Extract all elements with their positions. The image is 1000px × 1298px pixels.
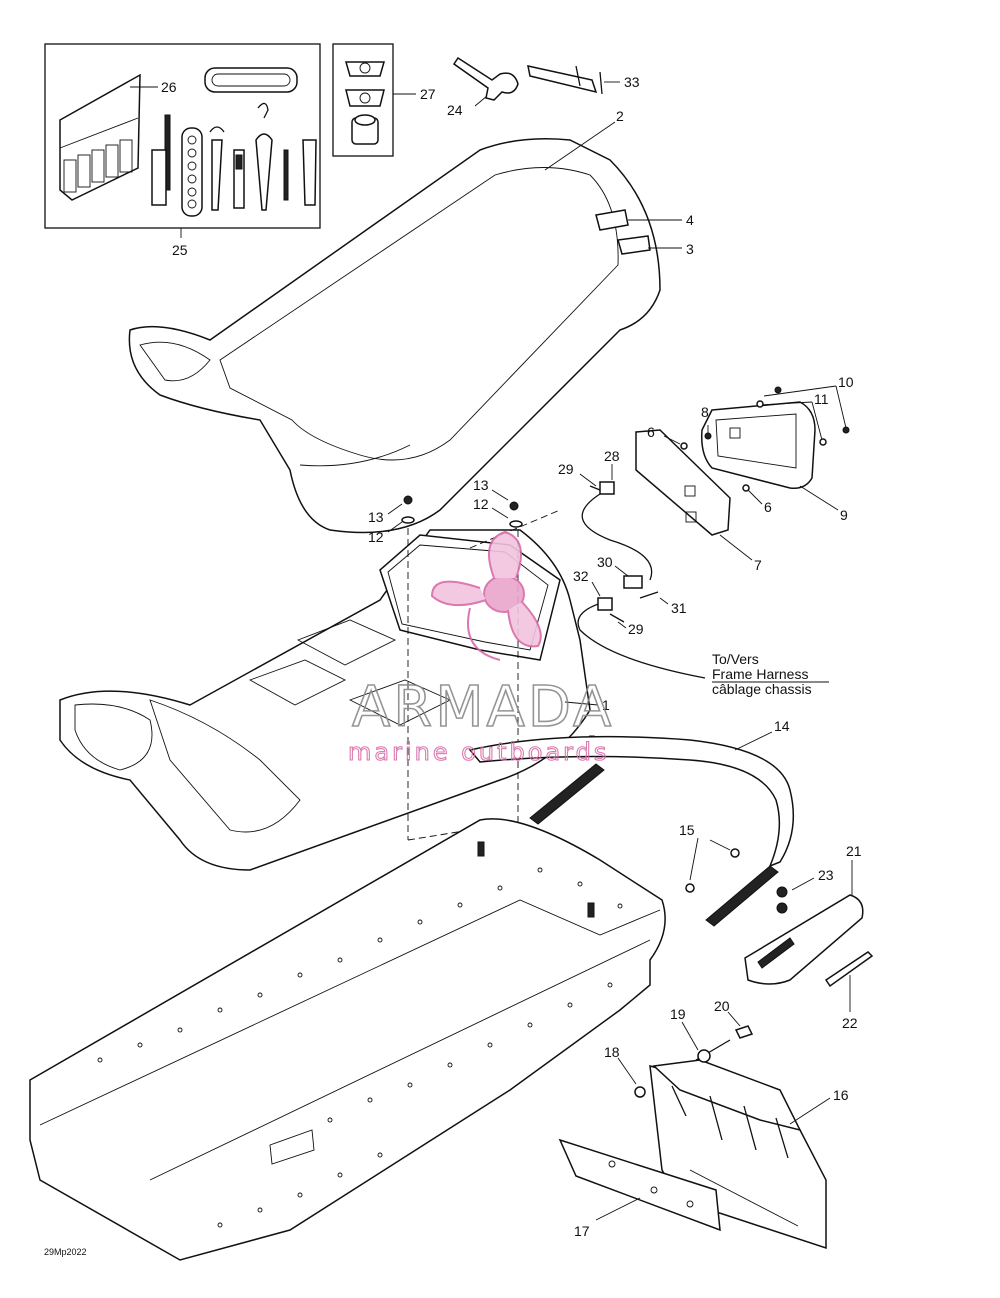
callout-28: 28 — [604, 448, 620, 464]
callout-17: 17 — [574, 1223, 590, 1239]
callout-20: 20 — [714, 998, 730, 1014]
fasteners-taillight — [680, 386, 850, 492]
nut-18 — [634, 1086, 646, 1098]
watermark: ARMADA marine outboards — [347, 530, 614, 767]
callout-6b: 6 — [764, 499, 772, 515]
harness-note-line3: câblage chassis — [712, 681, 812, 697]
callout-12a: 12 — [368, 529, 384, 545]
callout-3: 3 — [686, 241, 694, 257]
spanner-24 — [452, 56, 519, 101]
bracket-33 — [527, 65, 603, 95]
reflector-22 — [824, 951, 874, 988]
snow-flap-16 — [649, 1059, 827, 1250]
callout-9: 9 — [840, 507, 848, 523]
seat-2 — [128, 138, 661, 534]
callout-13b: 13 — [473, 477, 489, 493]
callout-16: 16 — [833, 1087, 849, 1103]
callout-6a: 6 — [647, 424, 655, 440]
callout-32: 32 — [573, 568, 589, 584]
part-27-group — [332, 43, 394, 157]
callout-24: 24 — [447, 102, 463, 118]
callout-12b: 12 — [473, 496, 489, 512]
callout-30: 30 — [597, 554, 613, 570]
callout-26: 26 — [161, 79, 177, 95]
callout-29b: 29 — [628, 621, 644, 637]
callout-25: 25 — [172, 242, 188, 258]
taillight-9 — [700, 401, 816, 490]
callout-29a: 29 — [558, 461, 574, 477]
callout-8: 8 — [701, 404, 709, 420]
housing-7 — [635, 429, 731, 536]
callout-13a: 13 — [368, 509, 384, 525]
diagram-code: 29Mp2022 — [44, 1247, 87, 1257]
callout-15: 15 — [679, 822, 695, 838]
end-cap-21 — [744, 894, 864, 985]
watermark-propeller-logo — [430, 530, 542, 661]
harness-note-line2: Frame Harness — [712, 666, 808, 682]
callout-22: 22 — [842, 1015, 858, 1031]
washers-12-13 — [401, 495, 523, 528]
flap-plate-17 — [558, 1138, 721, 1232]
callout-19: 19 — [670, 1006, 686, 1022]
watermark-tagline: marine outboards — [348, 738, 609, 766]
callout-2: 2 — [616, 108, 624, 124]
callout-4: 4 — [686, 212, 694, 228]
callout-11: 11 — [814, 391, 829, 407]
callout-23: 23 — [818, 867, 834, 883]
wiring-harness — [577, 481, 706, 679]
pin-right — [587, 902, 595, 918]
callout-10: 10 — [838, 374, 854, 390]
tunnel-body — [29, 818, 666, 1261]
screws-23 — [776, 886, 788, 914]
washer-20 — [734, 1025, 754, 1039]
callout-31: 31 — [671, 600, 687, 616]
callout-7: 7 — [754, 557, 762, 573]
callout-14: 14 — [774, 718, 790, 734]
callout-27: 27 — [420, 86, 436, 102]
harness-note-line1: To/Vers — [712, 651, 759, 667]
callout-1: 1 — [602, 697, 610, 713]
grab-handle-14 — [468, 735, 795, 927]
callout-33: 33 — [624, 74, 640, 90]
callout-18: 18 — [604, 1044, 620, 1060]
pin-left — [477, 841, 485, 857]
tool-kit-box — [44, 43, 321, 229]
watermark-brand: ARMADA — [352, 675, 614, 740]
callout-21: 21 — [846, 843, 862, 859]
